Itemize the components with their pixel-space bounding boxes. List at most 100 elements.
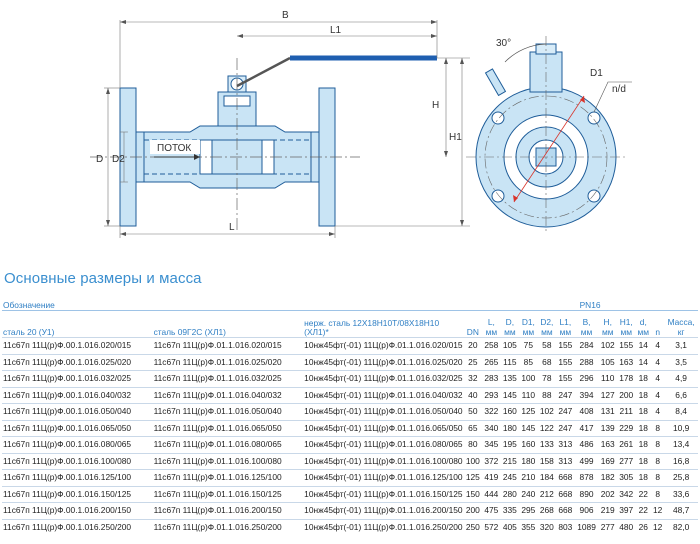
col-dim-unit: мм <box>485 327 498 337</box>
cell-value: 163 <box>598 436 617 453</box>
dim-l1-label: L1 <box>330 25 342 36</box>
col-dim-unit: кг <box>677 327 685 337</box>
cell-value: 10,9 <box>664 419 698 437</box>
dim-h1-label: H1 <box>449 132 462 143</box>
col-dim-header: L,мм <box>482 311 501 338</box>
col-dim-unit: мм <box>522 327 535 337</box>
cell-designation: 10нж45фт(-01) 11Ц(р)Ф.01.1.016.125/100 <box>303 469 464 486</box>
cell-value: 102 <box>598 337 617 354</box>
cell-value: 245 <box>500 469 520 486</box>
cell-value: 668 <box>556 485 575 503</box>
cell-value: 313 <box>556 452 575 470</box>
cell-value: 408 <box>574 403 599 420</box>
cell-value: 200 <box>463 502 483 519</box>
cell-value: 12 <box>651 502 665 519</box>
dim-d1-label: D1 <box>590 68 603 79</box>
cell-value: 202 <box>598 485 617 503</box>
col-dim-unit: мм <box>620 327 632 337</box>
col-dim-header: H,мм <box>598 311 617 338</box>
cell-value: 668 <box>556 469 575 486</box>
cell-value: 250 <box>463 518 483 535</box>
cell-value: 131 <box>598 403 617 420</box>
cell-value: 125 <box>463 469 483 486</box>
cell-designation: 11с67п 11Ц(р)Ф.00.1.016.032/025 <box>2 370 153 387</box>
col-steel20: сталь 20 (У1) <box>3 327 55 337</box>
cell-value: 305 <box>616 469 636 486</box>
cell-value: 1089 <box>574 518 599 535</box>
cell-designation: 10нж45фт(-01) 11Ц(р)Ф.01.1.016.100/080 <box>303 452 464 470</box>
cell-value: 417 <box>574 419 599 437</box>
cell-value: 110 <box>519 386 538 404</box>
cell-value: 475 <box>482 502 501 519</box>
cell-value: 200 <box>616 386 636 404</box>
col-dim-name: L, <box>487 317 495 327</box>
cell-value: 4 <box>651 386 665 404</box>
cell-value: 444 <box>482 485 501 503</box>
cell-value: 184 <box>537 469 557 486</box>
cell-value: 18 <box>635 452 652 470</box>
cell-value: 486 <box>574 436 599 453</box>
cell-value: 4 <box>651 353 665 371</box>
col-dim-name: Масса, <box>667 317 695 327</box>
col-dim-name: D2, <box>540 317 554 327</box>
cell-value: 160 <box>519 436 538 453</box>
cell-value: 65 <box>463 419 483 437</box>
col-dim-header: D2,мм <box>538 311 557 338</box>
cell-value: 105 <box>598 353 617 371</box>
cell-value: 110 <box>598 370 617 387</box>
cell-value: 247 <box>556 419 575 437</box>
cell-designation: 11с67п 11Ц(р)Ф.01.1.016.050/040 <box>152 403 304 420</box>
cell-value: 258 <box>482 337 501 354</box>
cell-value: 155 <box>616 337 636 354</box>
cell-value: 572 <box>482 518 501 535</box>
cell-designation: 11с67п 11Ц(р)Ф.01.1.016.080/065 <box>152 436 304 453</box>
cell-value: 8,4 <box>664 403 698 420</box>
dim-b-label: B <box>282 10 289 21</box>
cell-value: 133 <box>537 436 557 453</box>
cell-designation: 10нж45фт(-01) 11Ц(р)Ф.01.1.016.065/050 <box>303 419 464 437</box>
cell-value: 4 <box>651 370 665 387</box>
cell-value: 240 <box>519 485 538 503</box>
cell-value: 6,6 <box>664 386 698 404</box>
col-dim-name: D1, <box>521 317 535 327</box>
cell-designation: 11с67п 11Ц(р)Ф.01.1.016.025/020 <box>152 353 304 371</box>
cell-value: 247 <box>556 403 575 420</box>
cell-value: 8 <box>651 452 665 470</box>
cell-value: 22 <box>635 485 652 503</box>
bolt-hole <box>491 111 505 125</box>
col-dim-header: L1,мм <box>556 311 575 338</box>
col-dim-header: d,мм <box>635 311 651 338</box>
cell-value: 277 <box>598 518 617 535</box>
cell-value: 12 <box>651 518 665 535</box>
cell-designation: 10нж45фт(-01) 11Ц(р)Ф.01.1.016.150/125 <box>303 485 464 503</box>
cell-value: 906 <box>574 502 599 519</box>
cell-value: 8 <box>651 419 665 437</box>
cell-designation: 11с67п 11Ц(р)Ф.01.1.016.020/015 <box>152 337 304 354</box>
cell-designation: 10нж45фт(-01) 11Ц(р)Ф.01.1.016.040/032 <box>303 386 464 404</box>
cell-value: 803 <box>556 518 575 535</box>
col-dim-name: D, <box>505 317 515 327</box>
bolt-hole <box>587 111 601 125</box>
cell-value: 313 <box>556 436 575 453</box>
cell-designation: 11с67п 11Ц(р)Ф.00.1.016.025/020 <box>2 353 153 371</box>
cell-value: 20 <box>463 337 483 354</box>
cell-designation: 10нж45фт(-01) 11Ц(р)Ф.01.1.016.250/200 <box>303 518 464 535</box>
cell-value: 18 <box>635 419 652 437</box>
col-dim-name: n <box>655 327 661 337</box>
cell-value: 261 <box>616 436 636 453</box>
cell-value: 355 <box>519 518 538 535</box>
dim-nd-label: n/d <box>612 84 626 95</box>
cell-value: 18 <box>635 403 652 420</box>
cell-designation: 10нж45фт(-01) 11Ц(р)Ф.01.1.016.025/020 <box>303 353 464 371</box>
flow-label: ПОТОК <box>157 143 191 154</box>
cell-designation: 11с67п 11Ц(р)Ф.01.1.016.150/125 <box>152 485 304 503</box>
cell-value: 80 <box>463 436 483 453</box>
cell-designation: 10нж45фт(-01) 11Ц(р)Ф.01.1.016.080/065 <box>303 436 464 453</box>
cell-designation: 10нж45фт(-01) 11Ц(р)Ф.01.1.016.200/150 <box>303 502 464 519</box>
col-dim-unit: мм <box>580 327 593 337</box>
